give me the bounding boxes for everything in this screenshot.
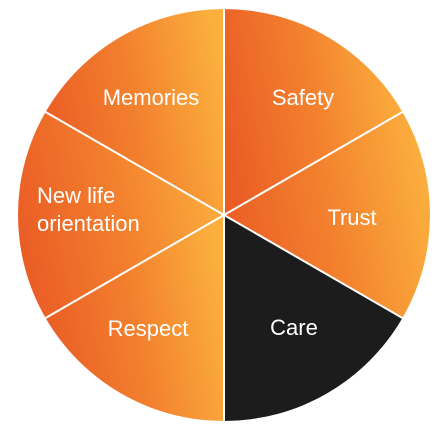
segment-new-life-orientation (18, 112, 225, 318)
segment-respect (45, 215, 224, 421)
divider-line (45, 214, 225, 319)
label-new-life-orientation: New life orientation (37, 183, 140, 236)
divider-line (223, 214, 403, 319)
label-care: Care (270, 315, 318, 340)
divider-line (45, 111, 225, 216)
segment-care (224, 215, 403, 421)
label-memories: Memories (103, 85, 200, 110)
segment-safety (224, 9, 403, 215)
label-safety: Safety (272, 85, 334, 110)
label-respect: Respect (108, 316, 189, 341)
label-trust: Trust (327, 205, 376, 230)
segment-trust (224, 112, 430, 318)
segment-memories (45, 9, 224, 215)
divider-line (223, 111, 403, 216)
dividers (45, 9, 403, 421)
